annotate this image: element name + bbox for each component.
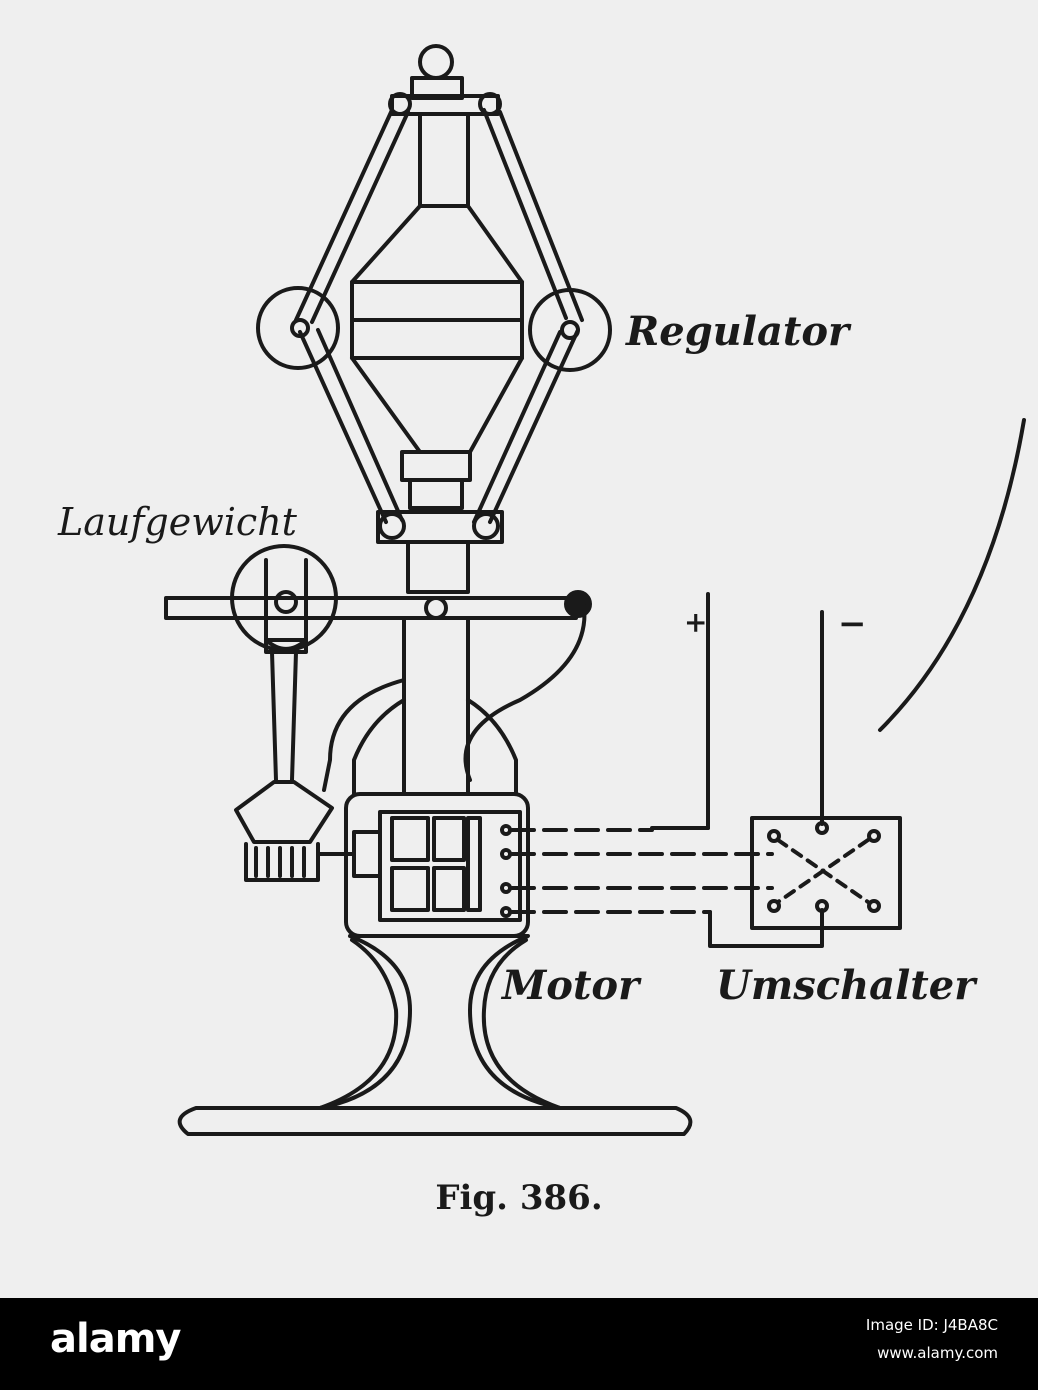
- motor-terminals: [500, 824, 512, 918]
- label-umschalter: Umschalter: [716, 962, 976, 1009]
- flyball-right: [528, 288, 612, 372]
- label-minus: −: [838, 604, 867, 644]
- side-cable: [322, 678, 406, 792]
- label-laufgewicht: Laufgewicht: [58, 500, 297, 544]
- suspension-ring: [410, 44, 464, 100]
- motor-housing: [318, 792, 530, 938]
- regulator-body: [350, 112, 524, 510]
- regulator-arms: [294, 108, 584, 524]
- column: [352, 616, 518, 796]
- figure-caption: Fig. 386.: [435, 1178, 603, 1218]
- watermark-bar: alamy Image ID: J4BA8C www.alamy.com: [0, 1298, 1038, 1390]
- connection-wires: [510, 828, 774, 914]
- scanned-page: Regulator Laufgewicht Motor Umschalter +…: [0, 0, 1038, 1298]
- flyball-left: [256, 286, 340, 370]
- supply-lines: [650, 592, 824, 830]
- lower-collar: [376, 510, 504, 594]
- watermark-url: www.alamy.com: [877, 1344, 998, 1362]
- pedestal: [177, 934, 693, 1136]
- label-regulator: Regulator: [626, 308, 850, 355]
- switch-return-wire: [708, 908, 824, 948]
- weight-lever: [164, 590, 592, 620]
- switch-box: [750, 816, 902, 930]
- margin-curve: [878, 418, 1026, 732]
- watermark-brand: alamy: [50, 1316, 181, 1362]
- lever-cable: [463, 604, 587, 782]
- label-plus: +: [684, 606, 708, 639]
- watermark-image-id: Image ID: J4BA8C: [865, 1316, 998, 1334]
- governor-motor-diagram: [164, 44, 1026, 1136]
- running-weight: [230, 544, 338, 882]
- label-motor: Motor: [502, 962, 640, 1009]
